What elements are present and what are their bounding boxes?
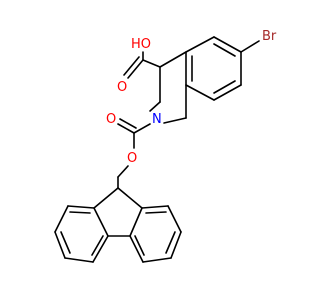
carbamate-group (117, 118, 151, 178)
ester-oxygen-label: O (127, 151, 137, 166)
saturated-ring (149, 51, 187, 124)
hydroxyl-label: HO (131, 37, 151, 52)
carbamate-carbonyl-oxygen-label: O (106, 112, 116, 127)
molecule-structure: Br HO O N O O (54, 29, 277, 263)
fluorenyl-group (54, 176, 182, 263)
bromine-label: Br (262, 29, 277, 44)
acid-carbonyl-oxygen-label: O (117, 80, 127, 95)
nitrogen-label: N (152, 112, 162, 127)
bond-ring-to-bromine (240, 40, 260, 53)
carboxylic-acid-group (123, 51, 161, 79)
bromo-benzene-ring (185, 36, 242, 101)
